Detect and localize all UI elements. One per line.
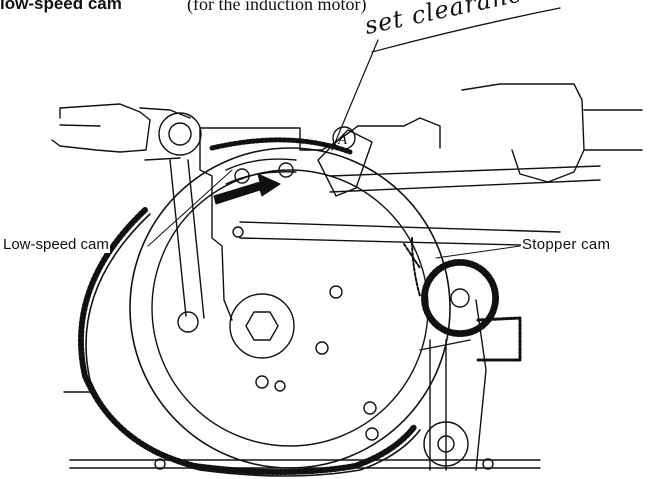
idler-pulley-hub xyxy=(168,122,192,146)
lower-right-frame xyxy=(419,339,471,471)
slot-screw xyxy=(278,162,294,178)
screw xyxy=(315,341,329,355)
diagonal-link-arm xyxy=(169,159,205,319)
stopper-cam-label: Stopper cam xyxy=(521,236,612,253)
screw xyxy=(365,427,379,441)
gear-stack xyxy=(476,316,522,362)
link-arm-pivot xyxy=(177,311,199,333)
leader-stopper-cam xyxy=(435,245,521,259)
slot-screw xyxy=(234,168,250,184)
pulley-bracket xyxy=(139,107,191,161)
screw xyxy=(274,380,286,392)
roller-support xyxy=(475,299,487,471)
top-right-housing xyxy=(461,83,643,183)
base-screw xyxy=(482,458,494,470)
screw xyxy=(232,226,244,238)
marker-a-circle xyxy=(332,126,356,150)
annotation-pointer-line xyxy=(331,39,379,151)
upper-horizontal-rod xyxy=(329,165,601,193)
screw xyxy=(255,375,269,389)
main-cam-hub xyxy=(229,293,295,359)
base-screw xyxy=(154,458,166,470)
base-rail xyxy=(69,459,541,469)
roller-wheel xyxy=(423,421,469,467)
actuator-block xyxy=(317,129,373,197)
low-speed-cam-label: Low-speed cam xyxy=(2,236,110,253)
stopper-cam-center xyxy=(450,288,470,308)
annotation-underline xyxy=(371,7,561,53)
top-left-housing xyxy=(51,103,151,153)
leader-low-speed-cam xyxy=(147,169,233,247)
direction-arrow xyxy=(213,173,282,205)
segment-gear-teeth xyxy=(78,207,418,475)
lower-horizontal-rod xyxy=(239,221,561,247)
screw xyxy=(329,285,343,299)
stopper-cam-chain xyxy=(403,237,421,297)
roller-wheel-hub xyxy=(437,435,455,453)
frame-left-side xyxy=(199,127,233,321)
screw xyxy=(363,401,377,415)
header-title: low-speed cam xyxy=(0,0,122,13)
main-cam-disc xyxy=(129,147,451,469)
idler-pulley xyxy=(158,112,202,156)
header-subtitle: (for the induction motor) xyxy=(187,0,367,14)
cam-rim-teeth xyxy=(209,137,353,155)
stopper-cam-gear-teeth xyxy=(421,259,499,337)
hub-hex-nut xyxy=(245,311,279,341)
marker-a-label: A xyxy=(337,132,348,148)
